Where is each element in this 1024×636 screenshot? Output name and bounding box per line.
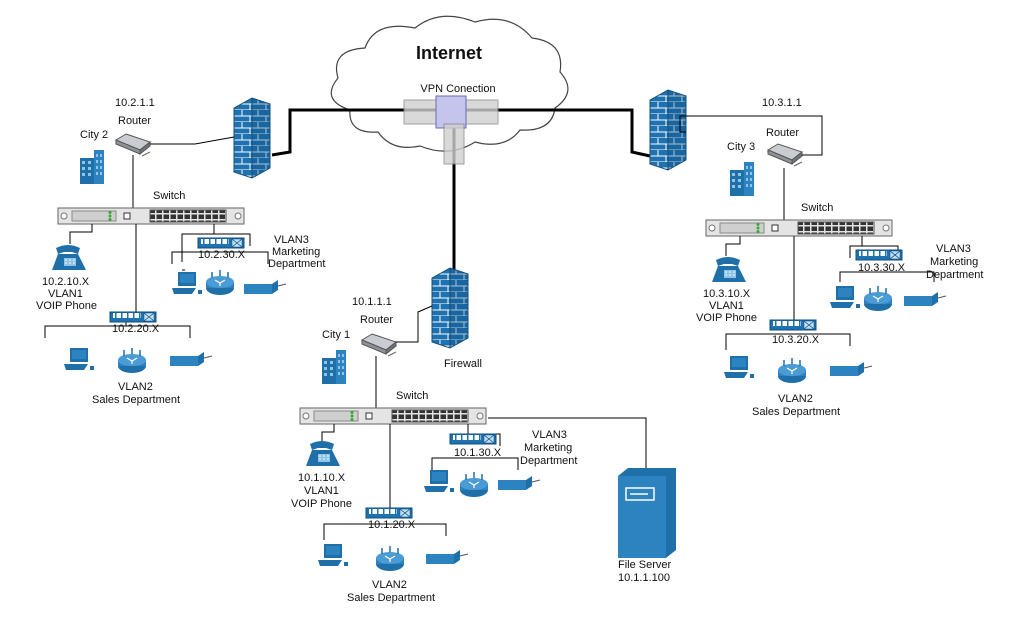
city3-mkt-label1: Marketing: [930, 256, 978, 268]
city2-building-icon: [80, 150, 104, 184]
city2-mkt-vlan: VLAN3: [274, 234, 309, 246]
city3-mkt-pc-icon: [830, 286, 860, 308]
city3-sales-pc-icon: [724, 356, 754, 378]
internet-title: Internet: [416, 43, 482, 63]
city2-sales-printer-icon: [169, 351, 213, 367]
city3-router-ip: 10.3.1.1: [762, 97, 802, 109]
city2-router-icon: [115, 133, 151, 157]
city1-mkt-hub-icon: [449, 433, 497, 445]
city2-voip-label: VOIP Phone: [36, 300, 97, 312]
city1-city-label: City 1: [322, 329, 350, 341]
city1-mkt-pc-icon: [424, 470, 454, 492]
city2-sales-pc-icon: [64, 348, 94, 370]
city1-switch-label: Switch: [396, 390, 428, 402]
city3-building-icon: [730, 162, 754, 196]
city1-router-label: Router: [360, 314, 393, 326]
city2-group: 10.2.1.1 Router City 2 Switch 10.2.10.X …: [36, 97, 325, 406]
city1-server-label: File Server: [618, 559, 672, 571]
city1-sales-pc-icon: [318, 544, 348, 566]
city3-city-label: City 3: [727, 141, 755, 153]
city1-firewall-label: Firewall: [444, 358, 482, 370]
city3-sales-printer-icon: [829, 361, 873, 377]
city3-voip-label: VOIP Phone: [696, 312, 757, 324]
city2-sales-vlan: VLAN2: [118, 381, 153, 393]
city1-server-ip: 10.1.1.100: [618, 572, 670, 584]
city3-switch-label: Switch: [801, 202, 833, 214]
city3-firewall-icon: [649, 89, 687, 171]
city1-phone-icon: [306, 441, 340, 466]
city2-sales-ip: 10.2.20.X: [112, 323, 160, 335]
city2-router-label: Router: [118, 115, 151, 127]
internet-cloud: [330, 15, 569, 152]
city3-router-label: Router: [766, 127, 799, 139]
city2-mkt-pc-icon: [172, 272, 202, 294]
city3-sales-ip: 10.3.20.X: [772, 334, 820, 346]
city3-mkt-wrouter-icon: [863, 285, 893, 312]
city2-city-label: City 2: [80, 129, 108, 141]
city2-sales-label: Sales Department: [92, 394, 180, 406]
city1-mkt-printer-icon: [497, 475, 541, 491]
city1-mkt-ip: 10.1.30.X: [454, 447, 502, 459]
city1-voip-vlan: VLAN1: [304, 485, 339, 497]
city1-sales-hub-icon: [365, 507, 413, 519]
city2-mkt-hub-icon: [197, 237, 245, 249]
city3-mkt-ip: 10.3.30.X: [858, 262, 906, 274]
city3-phone-icon: [712, 257, 746, 282]
city2-router-ip: 10.2.1.1: [115, 97, 155, 109]
city1-router-icon: [361, 333, 397, 357]
city2-mkt-ip: 10.2.30.X: [198, 249, 246, 261]
city2-voip-vlan: VLAN1: [48, 288, 83, 300]
city2-firewall-icon: [233, 97, 271, 179]
city3-mkt-label2: Department: [926, 269, 983, 281]
city1-mkt-label1: Marketing: [524, 442, 572, 454]
city3-sales-vlan: VLAN2: [778, 393, 813, 405]
city2-switch-label: Switch: [153, 190, 185, 202]
city1-sales-wrouter-icon: [375, 545, 405, 572]
city1-sales-ip: 10.1.20.X: [368, 519, 416, 531]
city3-sales-hub-icon: [769, 319, 817, 331]
city1-mkt-wrouter-icon: [459, 471, 489, 498]
city1-sales-label: Sales Department: [347, 592, 435, 604]
city2-mkt-printer-icon: [243, 279, 287, 295]
city1-building-icon: [322, 350, 346, 384]
city1-group: Firewall 10.1.1.1 Router City 1 Switch 1…: [291, 267, 677, 604]
city3-mkt-vlan: VLAN3: [936, 243, 971, 255]
city3-voip-vlan: VLAN1: [709, 300, 744, 312]
city2-mkt-label1: Marketing: [272, 246, 320, 258]
city1-mkt-vlan: VLAN3: [532, 429, 567, 441]
city2-switch-icon: [57, 207, 245, 225]
city1-mkt-label2: Department: [520, 455, 577, 467]
city3-router-icon: [767, 143, 803, 167]
city1-switch-icon: [299, 407, 487, 425]
city2-voip-ip: 10.2.10.X: [42, 276, 90, 288]
city1-sales-vlan: VLAN2: [372, 579, 407, 591]
city2-mkt-wrouter-icon: [205, 269, 235, 296]
city1-file-server-icon: [617, 467, 677, 559]
city1-sales-printer-icon: [425, 549, 469, 565]
city1-router-ip: 10.1.1.1: [352, 296, 392, 308]
city3-switch-icon: [705, 219, 893, 237]
city3-mkt-hub-icon: [855, 249, 903, 261]
city3-group: 10.3.1.1 Router City 3 Switch 10.3.10.X …: [649, 89, 983, 418]
city3-mkt-printer-icon: [903, 291, 947, 307]
city3-voip-ip: 10.3.10.X: [703, 288, 751, 300]
city2-phone-icon: [52, 245, 86, 270]
city1-firewall-icon: [431, 267, 469, 349]
city2-sales-hub-icon: [109, 311, 157, 323]
city2-mkt-label2: Department: [268, 258, 325, 270]
city2-sales-wrouter-icon: [117, 347, 147, 374]
vpn-junction: [403, 95, 499, 165]
city3-sales-wrouter-icon: [777, 357, 807, 384]
city1-voip-label: VOIP Phone: [291, 498, 352, 510]
city1-voip-ip: 10.1.10.X: [298, 472, 346, 484]
city3-sales-label: Sales Department: [752, 406, 840, 418]
vpn-label: VPN Conection: [420, 83, 495, 95]
